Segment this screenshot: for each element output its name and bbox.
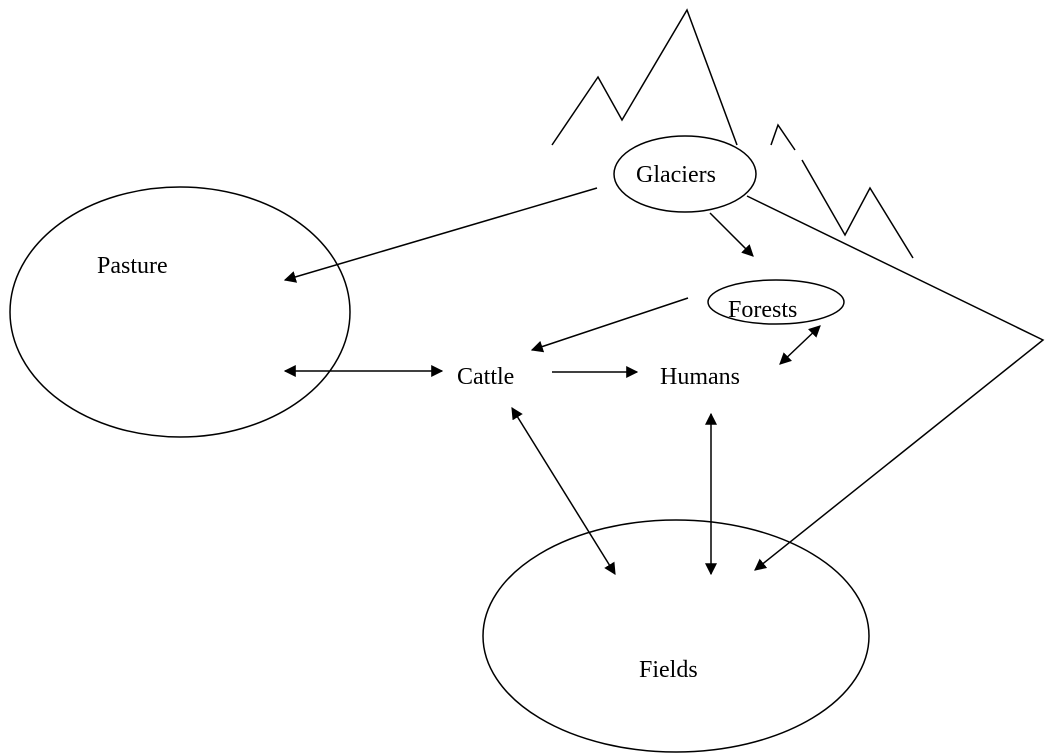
arrow-glaciers-to-pasture [283, 187, 598, 283]
forests-label: Forests [728, 297, 797, 323]
glaciers-ellipse [613, 135, 757, 213]
cattle-label: Cattle [457, 364, 514, 390]
mountain-outline-icon [551, 8, 914, 259]
arrow-forests-to-cattle [530, 297, 689, 353]
glaciers-to-fields-link [746, 195, 1045, 571]
humans-label: Humans [660, 364, 740, 390]
glaciers-label: Glaciers [636, 162, 716, 188]
fields-label: Fields [639, 657, 698, 683]
forests-ellipse [707, 279, 845, 325]
pasture-ellipse [9, 186, 351, 438]
pasture-label: Pasture [97, 253, 168, 279]
arrow-glaciers-to-forests [709, 212, 754, 257]
fields-ellipse [482, 519, 870, 753]
arrow-humans-forests [779, 325, 821, 365]
arrow-cattle-fields [511, 406, 616, 576]
